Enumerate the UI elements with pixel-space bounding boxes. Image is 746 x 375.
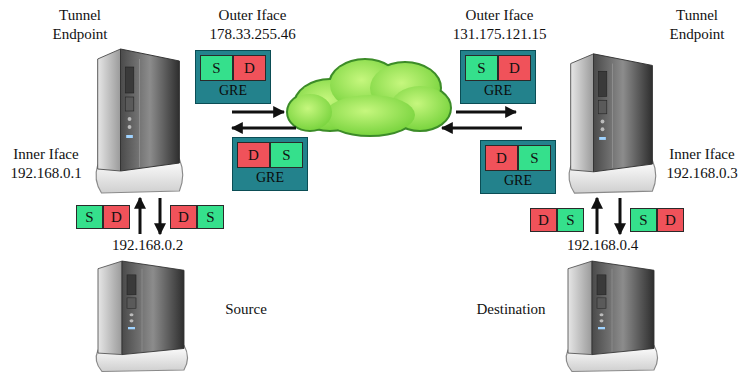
- interface-label: Outer Iface 178.33.255.46: [190, 6, 315, 44]
- address-cell: S: [630, 208, 657, 232]
- address-cell: S: [200, 55, 233, 81]
- flow-arrow: [159, 198, 162, 234]
- address-letter: S: [212, 59, 220, 78]
- address-letter: D: [178, 208, 189, 227]
- interface-label: Outer Iface 131.175.121.15: [437, 6, 562, 44]
- node-label: 192.168.0.2: [100, 236, 195, 255]
- address-cell: D: [530, 208, 557, 232]
- flow-arrow: [619, 198, 622, 234]
- address-letter: D: [509, 59, 520, 78]
- interface-label: Inner Iface 192.168.0.3: [660, 145, 744, 183]
- computer-icon: [96, 261, 187, 371]
- gre-packet: GRE S D: [460, 50, 536, 104]
- address-cell: D: [170, 205, 197, 229]
- address-cell: D: [103, 205, 130, 229]
- computer-icon: [566, 261, 657, 371]
- address-cell: D: [498, 55, 531, 81]
- address-cell: S: [465, 55, 498, 81]
- address-letter: D: [538, 211, 549, 230]
- protocol-label: GRE: [233, 170, 307, 187]
- address-letter: S: [530, 149, 538, 168]
- address-cell: D: [657, 208, 684, 232]
- address-letter: S: [639, 211, 647, 230]
- flow-arrow: [596, 198, 599, 234]
- address-letter: D: [111, 208, 122, 227]
- node-label: Destination: [465, 300, 557, 319]
- address-letter: S: [206, 208, 214, 227]
- computer-node: 192.168.0.4Destination: [465, 236, 685, 373]
- address-letter: D: [496, 149, 507, 168]
- address-letter: D: [248, 146, 259, 165]
- network-cloud: [288, 60, 450, 135]
- interface-label: Inner Iface 192.168.0.1: [4, 145, 88, 183]
- address-cell: S: [557, 208, 584, 232]
- address-letter: D: [244, 59, 255, 78]
- gre-packet: GRE D S: [480, 140, 556, 194]
- address-letter: D: [665, 211, 676, 230]
- address-letter: S: [566, 211, 574, 230]
- flow-arrow: [232, 112, 522, 128]
- computer-icon: [569, 54, 656, 193]
- address-cell: D: [233, 55, 266, 81]
- address-cell: D: [485, 145, 518, 171]
- gre-packet: GRE D S: [232, 137, 308, 191]
- protocol-label: GRE: [461, 83, 535, 100]
- computer-icon: [96, 49, 183, 193]
- address-letter: S: [85, 208, 93, 227]
- computer-node: 192.168.0.2Source: [85, 236, 285, 373]
- address-cell: S: [518, 145, 551, 171]
- node-label: Source: [210, 300, 282, 319]
- node-label: Tunnel Endpoint: [40, 6, 120, 44]
- address-letter: S: [282, 146, 290, 165]
- protocol-label: GRE: [196, 83, 270, 100]
- address-letter: S: [477, 59, 485, 78]
- node-label: 192.168.0.4: [555, 236, 650, 255]
- flow-arrow: [139, 198, 142, 234]
- node-label: Tunnel Endpoint: [657, 6, 737, 44]
- address-cell: S: [270, 142, 303, 168]
- protocol-label: GRE: [481, 173, 555, 190]
- address-cell: S: [197, 205, 224, 229]
- address-cell: S: [76, 205, 103, 229]
- gre-packet: GRE S D: [195, 50, 271, 104]
- address-cell: D: [237, 142, 270, 168]
